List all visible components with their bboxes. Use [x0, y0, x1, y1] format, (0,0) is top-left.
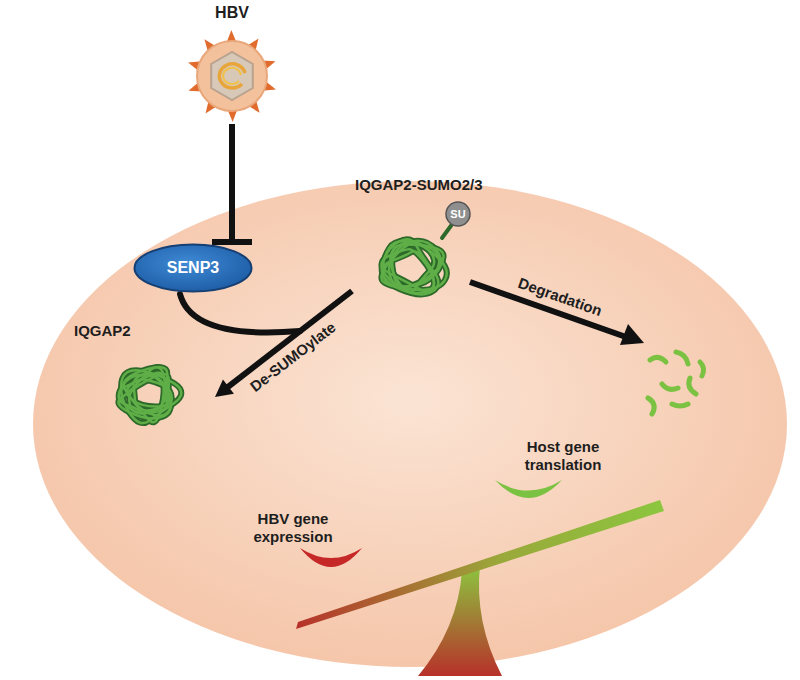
process-label: Degradation — [516, 274, 605, 320]
node-text: SENP3 — [167, 259, 219, 277]
node-shape — [60, 322, 215, 442]
node-text: IQGAP2 — [74, 322, 131, 340]
node-text: SU — [450, 208, 465, 220]
sumo-link — [442, 223, 453, 238]
host-cup — [495, 480, 562, 498]
enzyme-oval: SENP3 — [133, 243, 253, 293]
balance-label: Host gene translation — [520, 438, 606, 474]
virus-capsid — [211, 52, 253, 100]
protein-strand-highlight — [390, 242, 434, 292]
protein-node: IQGAP2 — [60, 322, 215, 442]
seesaw — [296, 480, 664, 676]
inhibition-bar — [212, 239, 252, 245]
connector — [215, 291, 352, 397]
node-text: HBV — [215, 4, 249, 22]
arrowhead — [215, 379, 234, 397]
senp3-action-curve — [180, 294, 300, 332]
connector-line — [229, 124, 235, 242]
balance-label: HBV gene expression — [250, 510, 336, 546]
virus-node: HBV — [176, 2, 288, 122]
enzyme-shape — [135, 245, 252, 292]
node-shape — [350, 176, 515, 316]
connector-line — [226, 291, 352, 388]
cell — [33, 181, 787, 667]
protein-strand-highlight — [124, 367, 167, 410]
connector — [212, 124, 252, 242]
sumo-circle — [446, 202, 470, 226]
sumo-tag: SU — [445, 201, 471, 227]
edge-label: De-SUMOylate — [247, 318, 340, 395]
hbv-cup — [300, 548, 362, 567]
virus-envelope — [197, 41, 267, 111]
protein-fragments — [648, 352, 704, 414]
protein-strand-highlight — [118, 367, 170, 418]
virus-genome — [219, 64, 245, 88]
node-text: IQGAP2-SUMO2/3 — [355, 176, 483, 194]
virus-genome-inner — [223, 68, 241, 84]
sumo-protein-node: IQGAP2-SUMO2/3SU — [350, 176, 515, 316]
